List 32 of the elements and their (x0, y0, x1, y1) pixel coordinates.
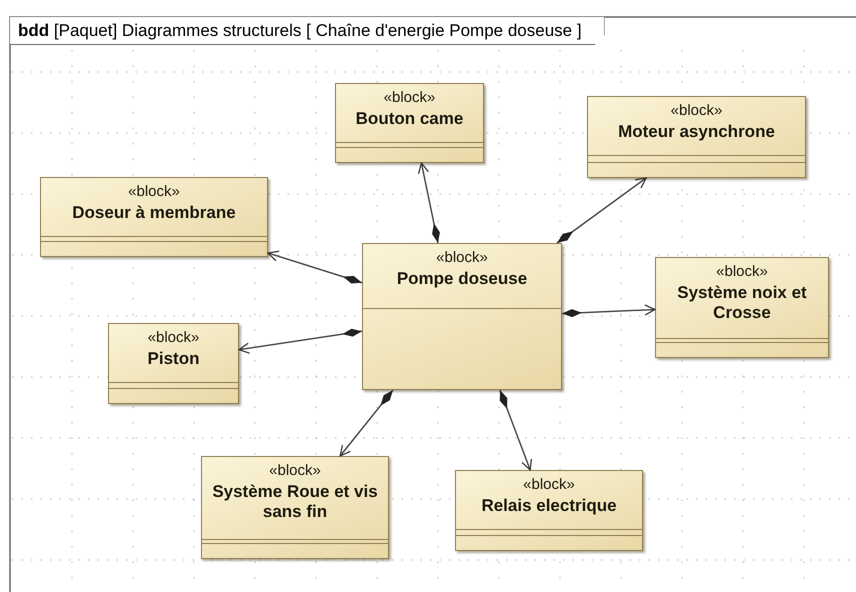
composition-arrow (556, 177, 647, 244)
stereotype-label: «block» (716, 263, 768, 280)
block-name: Bouton came (356, 109, 464, 130)
block-box (362, 243, 562, 390)
frame-title: bdd [Paquet] Diagrammes structurels [ Chaîne d'energie Pompe doseuse ] (10, 17, 605, 45)
composition-arrow (418, 162, 440, 244)
stereotype-label: «block» (523, 476, 575, 493)
block-name: Moteur asynchrone (618, 122, 775, 142)
block-name: Système Roue et vis sans fin (211, 482, 379, 523)
block-box (335, 83, 484, 163)
stereotype-label: «block» (148, 329, 200, 346)
block-box (201, 456, 389, 559)
composition-arrow (267, 250, 362, 284)
stereotype-label: «block» (128, 183, 180, 200)
block-box (655, 257, 829, 358)
block-name: Piston (148, 349, 200, 370)
block-box (455, 470, 643, 551)
block-box (587, 96, 806, 178)
block-name: Relais electrique (481, 496, 617, 516)
block-box (108, 323, 239, 404)
composition-arrow (562, 304, 656, 318)
composition-arrow (238, 328, 362, 354)
block-name: Doseur à membrane (72, 203, 236, 224)
stereotype-label: «block» (436, 249, 488, 266)
composition-arrow (499, 390, 532, 471)
block-name: Système noix et Crosse (676, 283, 808, 324)
stereotype-label: «block» (384, 89, 436, 106)
block-box (40, 177, 268, 257)
composition-arrow (340, 390, 394, 457)
block-name: Pompe doseuse (396, 269, 528, 290)
stereotype-label: «block» (670, 102, 722, 119)
stereotype-label: «block» (269, 462, 321, 479)
